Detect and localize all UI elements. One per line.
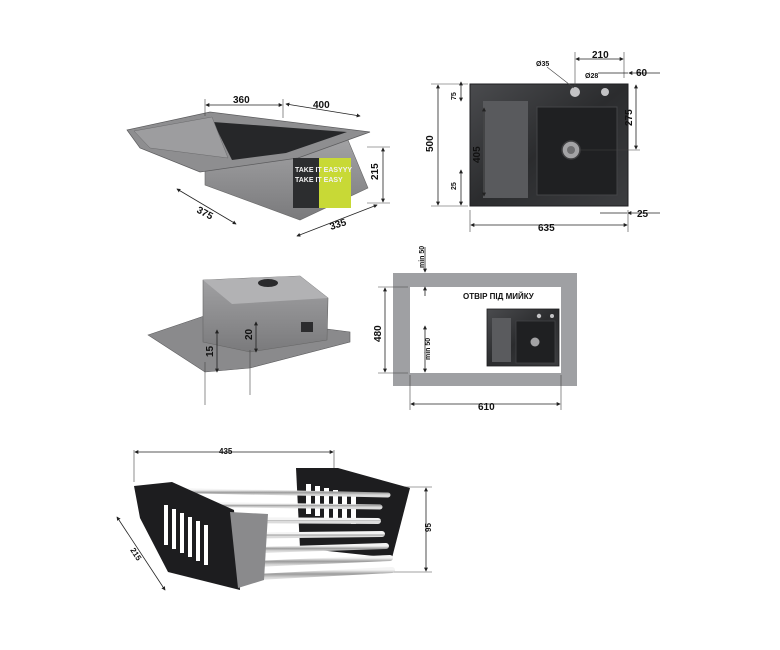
dim-hole-35: Ø35 [536, 61, 549, 68]
dim-215: 215 [128, 546, 143, 563]
drainboard [133, 116, 229, 159]
top-view: Ø35 210 Ø28 60 500 75 405 275 25 25 635 [425, 50, 660, 234]
dim-405: 405 [472, 146, 483, 163]
dim-500: 500 [425, 135, 436, 152]
cutout-view: ОТВІР ПІД МИЙКУ min 50 min 50 480 610 [373, 246, 577, 413]
perspective-view: TAKE IT EASYYY TAKE IT EASY 360 400 215 … [126, 95, 390, 237]
dispenser-hole [601, 88, 609, 96]
dim-length: 360 [233, 95, 250, 106]
faucet-hole [570, 87, 580, 97]
front-cap-slots [164, 505, 208, 565]
dim-275: 275 [624, 109, 635, 126]
dim-20: 20 [244, 328, 255, 340]
dim-depth: 375 [195, 205, 215, 223]
dim-15: 15 [205, 345, 216, 357]
dim-480: 480 [373, 325, 384, 342]
dim-height: 215 [370, 163, 381, 180]
dim-435: 435 [219, 447, 233, 456]
dim-25-left: 25 [451, 182, 458, 190]
dim-width: 400 [313, 100, 330, 111]
dim-min50-left: min 50 [425, 338, 432, 360]
drain-outlet [258, 279, 278, 287]
sink-bowl-opening [213, 122, 347, 160]
dim-25-right: 25 [637, 209, 649, 220]
dim-edge-60: 60 [636, 68, 648, 79]
dim-bowl: 335 [329, 217, 349, 233]
cutout-title: ОТВІР ПІД МИЙКУ [463, 292, 535, 301]
dim-95: 95 [424, 523, 433, 532]
dim-hole-28: Ø28 [585, 73, 598, 80]
overflow-box [301, 322, 313, 332]
basket-front-cap [134, 482, 240, 590]
dim-635: 635 [538, 223, 555, 234]
drain-board-surface [483, 101, 528, 198]
bottom-view: 15 20 [147, 275, 351, 405]
dim-spacing: 210 [592, 50, 609, 61]
label-sticker: TAKE IT EASYYY TAKE IT EASY [293, 158, 352, 208]
dim-610: 610 [478, 402, 495, 413]
label-text-1: TAKE IT EASYYY [295, 167, 352, 174]
basket-view: 435 215 95 [116, 447, 433, 591]
dim-min50-top: min 50 [419, 246, 426, 268]
label-text-2: TAKE IT EASY [295, 177, 343, 184]
dim-75: 75 [451, 92, 458, 100]
